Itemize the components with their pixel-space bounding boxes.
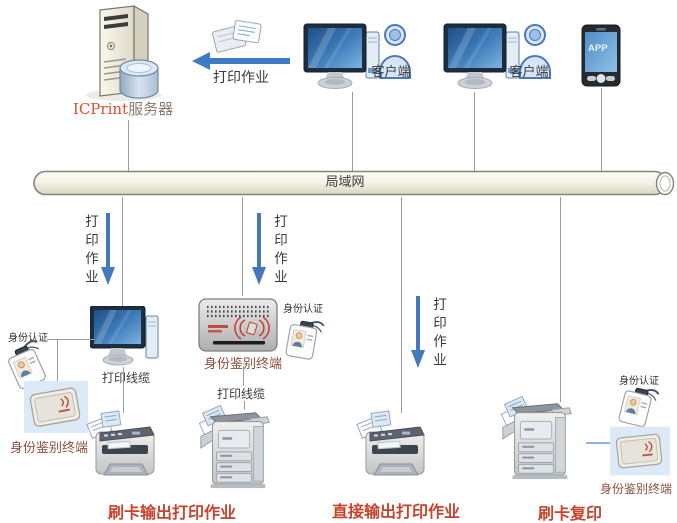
branch1-id-badge-icon [8,340,46,390]
branch2-cable-label: 打印线缆 [216,387,265,401]
branch2-copier-icon [198,405,270,489]
print-job-arrow-left-icon [192,52,290,70]
lan-bus-pipe [33,170,675,196]
branch4-terminal-label: 身份鉴别终端 [599,482,672,496]
client2-label: 客户端 [509,65,549,80]
print-job-top-label: 打印作业 [213,70,269,86]
branch4-auth-label: 身份认证 [619,376,659,387]
connector-branch2-cable-bottom [244,401,245,410]
branch2-print-job-label: 打印作业 [271,214,287,288]
connector-phone-lan [601,88,602,172]
connector-branch4-reader [586,442,612,444]
connector-server-lan [128,120,129,172]
client2-computer-icon [443,23,551,89]
branch1-print-job-arrow-icon [101,213,115,285]
connector-lan-branch3 [401,197,402,413]
connector-branch2-cable-top [243,366,244,386]
branch2-auth-terminal-icon [198,298,278,352]
branch2-print-job-arrow-icon [252,213,266,285]
branch2-auth-label: 身份认证 [283,304,323,315]
connector-client2-lan [474,92,475,172]
connector-lan-branch2 [242,197,243,296]
branch4-caption: 刷卡复印 [537,504,602,523]
connector-branch1-auth [47,339,95,340]
branch2-id-badge-icon [285,320,325,360]
branch3-caption: 直接输出打印作业 [331,502,460,521]
connector-client1-lan [352,92,353,172]
server-icon [86,4,162,101]
phone-screen-text: APP [588,43,608,54]
database-cylinder-icon [119,59,159,99]
branch2-terminal-label: 身份鉴别终端 [203,357,282,372]
branch1-cable-label: 打印线缆 [101,371,150,385]
branch1-caption: 刷卡输出打印作业 [107,503,236,522]
mobile-app-icon: APP [581,24,621,87]
connector-branch1-reader [57,339,58,383]
connector-lan-branch1 [122,197,123,311]
server-label-brand: ICPrint [72,100,129,118]
branch4-copier-icon [500,396,572,480]
branch3-printer-icon [356,410,425,476]
client1-computer-icon [303,23,411,89]
connector-branch1-printer [123,367,124,413]
server-label: ICPrint服务器 [48,100,198,118]
branch3-print-job-arrow-icon [411,296,425,368]
connector-lan-branch4 [560,197,561,402]
user-person-icon [519,24,551,79]
branch1-auth-label: 身份认证 [8,333,48,344]
branch4-card-reader-icon [610,426,670,476]
branch1-terminal-label: 身份鉴别终端 [9,441,88,456]
client1-label: 客户端 [371,65,411,80]
print-documents-icon [211,20,262,53]
branch1-card-reader-icon [24,381,88,433]
branch4-id-badge-icon [618,387,660,428]
user-person-icon [379,24,411,79]
branch1-workstation-icon [90,306,159,366]
branch3-print-job-label: 打印作业 [430,297,446,371]
branch1-print-job-label: 打印作业 [82,214,98,288]
lan-label: 局域网 [325,175,365,190]
server-label-suffix: 服务器 [128,100,174,118]
branch1-printer-icon [86,410,155,476]
